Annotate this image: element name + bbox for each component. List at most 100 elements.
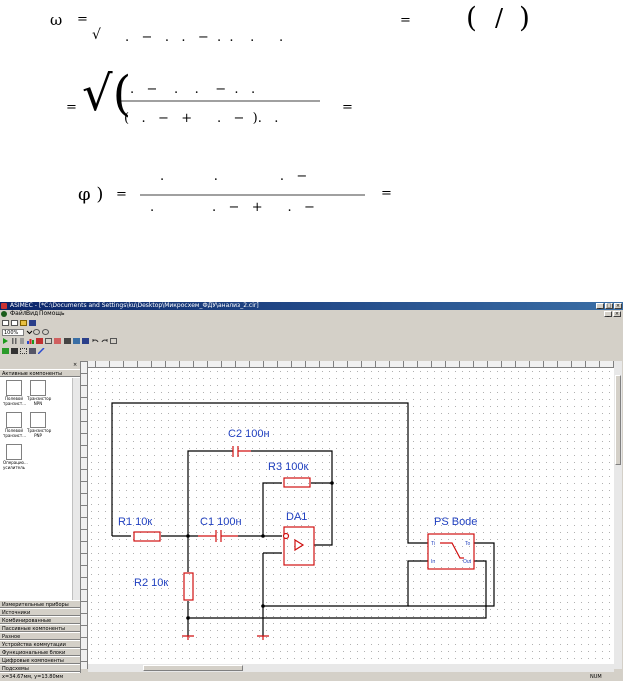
horizontal-ruler [81, 361, 614, 368]
open-folder-icon[interactable] [20, 320, 27, 326]
label-r2: R2 10к [134, 577, 168, 589]
component-label: Операцио... усилитель [3, 460, 28, 470]
app-icon [1, 303, 7, 309]
component-fet-n[interactable]: Полевой транзист... [3, 380, 26, 406]
component-npn[interactable]: Транзистор NPN [27, 380, 52, 406]
zoom-toolbar: 100% [2, 329, 72, 337]
sidebar-header: × [0, 361, 80, 369]
bode-plotter [427, 533, 475, 570]
fet-icon [6, 412, 22, 428]
opamp-icon [6, 444, 22, 460]
probe-icon[interactable] [54, 338, 61, 344]
component-opamp[interactable]: Операцио... усилитель [3, 444, 28, 470]
component-label: Полевой транзист... [3, 428, 27, 438]
doc-close-button[interactable]: × [613, 311, 621, 317]
asimec-window: ASIMEC - [*C:\Documents and Settings\ku\… [0, 302, 623, 681]
equals-sign: = [342, 100, 353, 115]
denominator: ( . − + . − ). . [124, 111, 279, 126]
vertical-scrollbar[interactable] [614, 361, 622, 669]
copy-icon[interactable] [11, 320, 18, 326]
label-da1: DA1 [286, 511, 307, 523]
component-label: Транзистор NPN [27, 396, 52, 406]
label-c1: C1 100н [200, 516, 242, 528]
pin-in: In [431, 559, 435, 565]
capacitor-c2 [232, 446, 251, 457]
category-measuring[interactable]: Измерительные приборы [0, 600, 80, 608]
vertical-scroll-thumb[interactable] [615, 375, 621, 465]
numerator: . . . − [160, 169, 308, 184]
category-subcircuits[interactable]: Подсхемы [0, 664, 80, 672]
category-functional[interactable]: Функциональные блоки [0, 648, 80, 656]
component-pnp[interactable]: Транзистор PNP [27, 412, 51, 438]
edit-toolbar [2, 347, 62, 356]
print-icon[interactable] [64, 338, 71, 344]
category-passive[interactable]: Пассивные компоненты [0, 624, 80, 632]
category-switching[interactable]: Устройства коммутации [0, 640, 80, 648]
category-misc[interactable]: Разное [0, 632, 80, 640]
close-button[interactable]: × [614, 303, 622, 309]
chevron-down-icon[interactable] [26, 329, 33, 335]
resistor-r2 [183, 572, 194, 601]
active-components-tab[interactable]: Активные компоненты [0, 369, 80, 377]
schematic: C2 100н R3 100к DA1 PS Bode R1 10к C1 10… [111, 402, 495, 640]
zoom-select[interactable]: 100% [2, 329, 24, 336]
maximize-button[interactable]: □ [605, 303, 613, 309]
menu-help[interactable]: Помощь [39, 310, 65, 317]
horizontal-scroll-thumb[interactable] [143, 665, 243, 671]
menu-view[interactable]: Вид [26, 310, 39, 317]
pause-icon[interactable] [11, 338, 18, 344]
grid-icon[interactable] [110, 338, 117, 344]
redo-icon[interactable] [101, 338, 108, 344]
fraction-bar [140, 194, 365, 196]
simulation-toolbar [2, 338, 162, 346]
equals-sign: = [400, 13, 411, 28]
category-sources[interactable]: Источники [0, 608, 80, 616]
fet-icon [6, 380, 22, 396]
save-icon[interactable] [29, 320, 36, 326]
chip-tool-icon[interactable] [29, 348, 36, 354]
equals-sign: = [116, 187, 127, 202]
denominator: . . − + . − [150, 200, 315, 215]
run-icon[interactable] [2, 338, 9, 344]
sqrt-sign: √ [92, 27, 101, 43]
schematic-canvas[interactable]: C2 100н R3 100к DA1 PS Bode R1 10к C1 10… [88, 368, 614, 664]
sidebar-header-bar [0, 361, 80, 369]
ground-tool-icon[interactable] [11, 348, 18, 354]
capacitor-c1 [198, 530, 238, 542]
component-sidebar: × Активные компоненты Полевой транзист..… [0, 361, 81, 675]
category-combined[interactable]: Комбинированные компоненты [0, 616, 80, 632]
undo-icon[interactable] [92, 338, 99, 344]
dots-tool-icon[interactable] [20, 348, 27, 354]
horizontal-scrollbar[interactable] [88, 664, 614, 672]
opamp-inv-input [282, 532, 290, 540]
component-fet-p[interactable]: Полевой транзист... [3, 412, 27, 438]
graph-icon[interactable] [45, 338, 52, 344]
minimize-button[interactable]: _ [596, 303, 604, 309]
phi-symbol: φ ) [78, 184, 104, 205]
new-file-icon[interactable] [2, 320, 9, 326]
window-icon[interactable] [73, 338, 80, 344]
stop-icon[interactable] [20, 338, 24, 344]
pencil-icon[interactable] [37, 347, 45, 355]
zoom-out-icon[interactable] [42, 329, 49, 335]
resistor-r3 [283, 477, 311, 488]
zoom-in-icon[interactable] [33, 329, 40, 335]
junctions [186, 481, 334, 620]
vertical-ruler [81, 361, 88, 669]
paren-open: ( [466, 1, 477, 34]
title-bar: ASIMEC - [*C:\Documents and Settings\ku\… [0, 302, 623, 310]
bar-chart-icon[interactable] [27, 338, 34, 344]
menu-file[interactable]: Файл [10, 310, 27, 317]
display-icon[interactable] [82, 338, 89, 344]
category-digital[interactable]: Цифровые компоненты [0, 656, 80, 664]
wire-tool-icon[interactable] [2, 348, 9, 354]
document-icon [1, 311, 7, 317]
npn-transistor-icon [30, 380, 46, 396]
components [133, 446, 475, 640]
doc-minimize-button[interactable]: _ [604, 311, 612, 317]
analysis-icon[interactable] [36, 338, 43, 344]
pnp-transistor-icon [30, 412, 46, 428]
pin-to: To [465, 541, 471, 547]
sidebar-scrollbar[interactable] [72, 378, 80, 600]
close-icon[interactable]: × [73, 362, 78, 368]
